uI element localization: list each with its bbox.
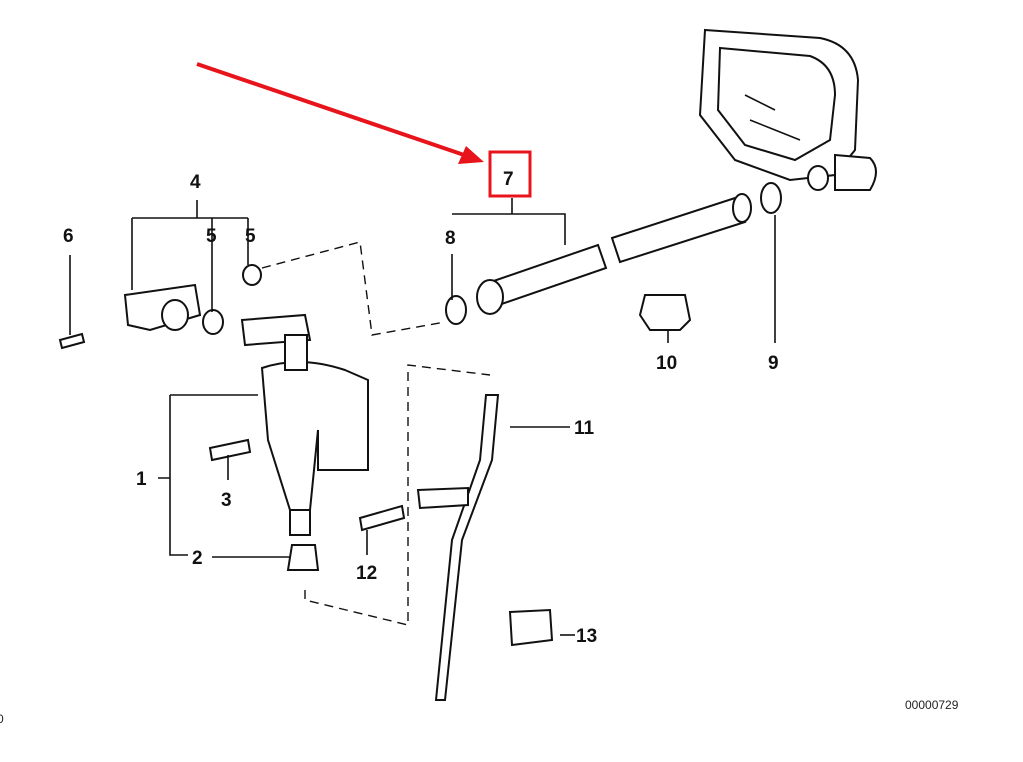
seal-ring-part-5a: [202, 309, 224, 335]
thermostat-housing: [698, 28, 877, 191]
bolt-part-6: [58, 332, 86, 350]
callout-8: 8: [445, 228, 456, 249]
bolt-part-3: [208, 438, 252, 462]
bolt-part-12: [358, 504, 406, 532]
drawing-code: 00000729: [905, 698, 959, 712]
callout-4: 4: [190, 172, 201, 193]
callout-7: 7: [503, 169, 514, 190]
oil-separator-part-1: [240, 313, 369, 536]
seal-ring-part-5b: [242, 264, 262, 286]
callout-1: 1: [136, 469, 147, 490]
seal-ring-part-8: [445, 295, 467, 325]
callout-10: 10: [656, 353, 677, 374]
callout-2: 2: [192, 548, 203, 569]
callout-5b: 5: [245, 226, 256, 247]
edge-fragment: 0: [0, 712, 4, 726]
connector-part-4: [123, 283, 202, 332]
callout-13: 13: [576, 626, 597, 647]
grommet-part-2: [286, 544, 320, 571]
callout-6: 6: [63, 226, 74, 247]
highlight-box: [488, 150, 532, 198]
callout-11: 11: [574, 418, 595, 439]
bracket-part-11: [416, 486, 469, 510]
seal-ring-part-9: [760, 182, 782, 214]
hose-part-11: [434, 394, 500, 701]
clip-part-13: [508, 608, 554, 647]
callout-12: 12: [356, 563, 377, 584]
highlight-arrow: [196, 62, 484, 164]
callout-9: 9: [768, 353, 779, 374]
callout-3: 3: [221, 490, 232, 511]
water-pipe-part-7: [476, 193, 752, 315]
callout-5a: 5: [206, 226, 217, 247]
clip-part-10: [638, 294, 692, 331]
